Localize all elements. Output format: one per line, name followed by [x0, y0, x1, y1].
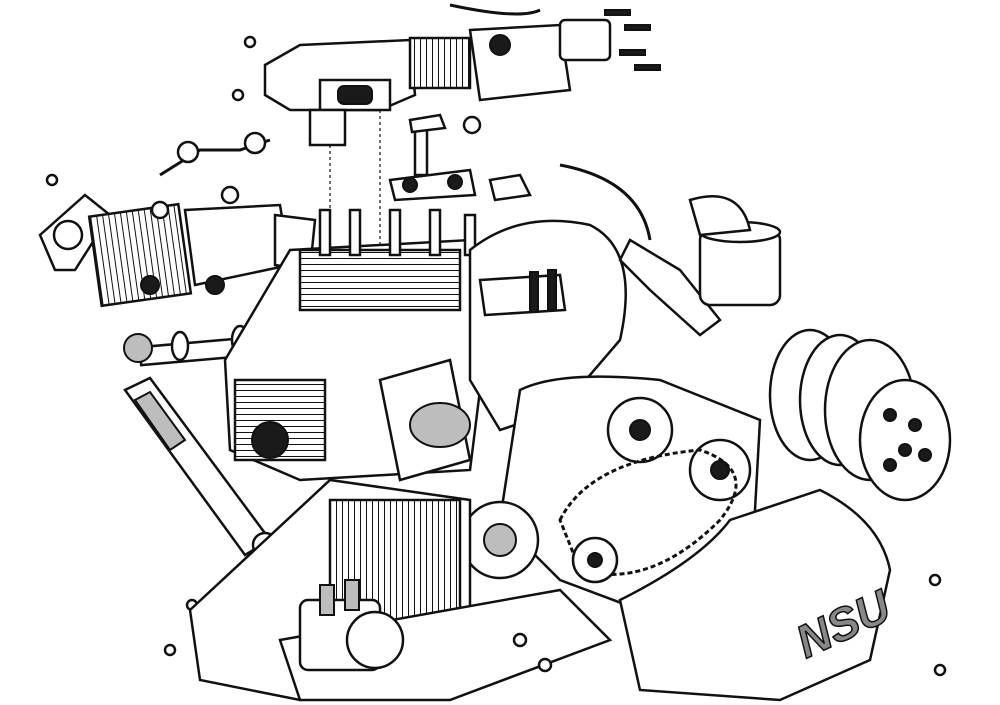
clutch-assembly [768, 328, 952, 502]
timing-case [460, 375, 762, 612]
magneto [298, 579, 405, 672]
left-cylinder-head [38, 131, 317, 308]
engine-block [223, 208, 492, 482]
carburettor [559, 163, 782, 337]
upper-bracket [388, 113, 532, 202]
upper-cylinder-head [263, 3, 612, 250]
